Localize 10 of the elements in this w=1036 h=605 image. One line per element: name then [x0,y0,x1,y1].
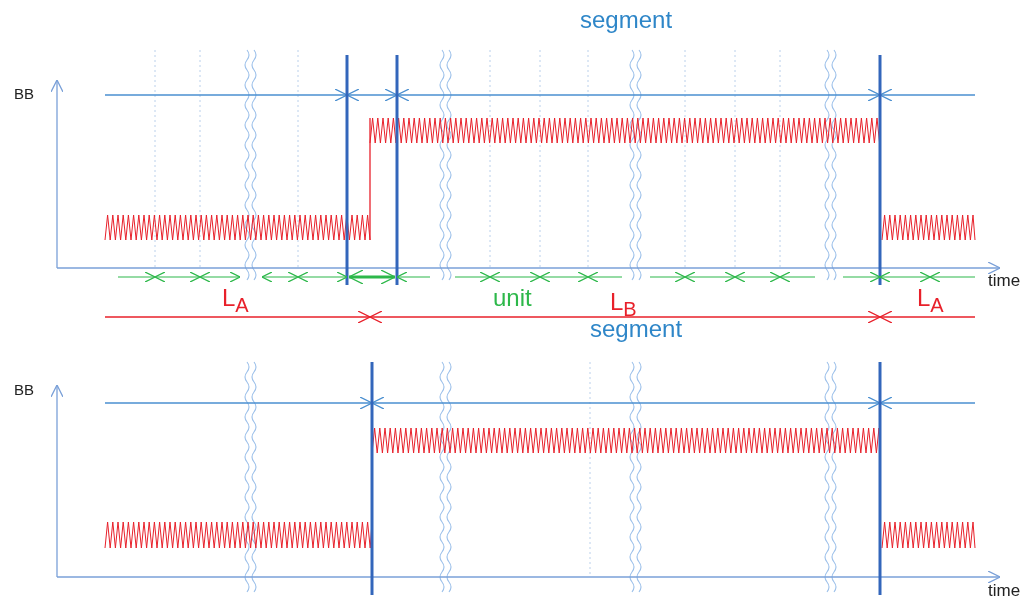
axis-label: BB [14,382,34,397]
length-label: L$_{A}$ [917,286,944,315]
axis-label: time [988,272,1021,289]
axis-label: time [988,582,1021,599]
axis-label: BB [14,86,34,101]
segment-label: segment [590,317,683,341]
unit-label: unit [493,286,532,310]
segment-label: segment [580,8,673,32]
length-label: L$_{A}$ [222,286,249,315]
length-label: L$_{B}$ [610,290,637,319]
